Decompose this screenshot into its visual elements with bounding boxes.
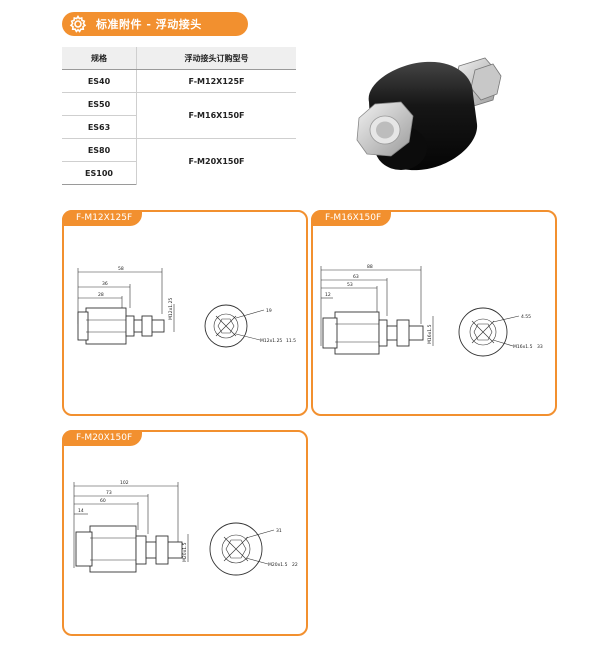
dim-height: M16x1.5 (427, 324, 433, 344)
floating-joint-image (356, 57, 502, 171)
cell-model: F-M16X150F (136, 92, 296, 139)
table-row: ES50 F-M16X150F (62, 92, 296, 139)
dim-short: 53 (347, 282, 353, 288)
section-title: 标准附件 - 浮动接头 (96, 18, 202, 31)
panel-label: F-M20X150F (62, 430, 143, 446)
dim-hex: 31 (276, 528, 282, 534)
drawing-panel-f-m12x125f: F-M12X125F (62, 210, 308, 416)
dim-depth: 33 (537, 344, 543, 350)
cell-spec: ES50 (62, 92, 137, 116)
dim-depth: 11.5 (286, 338, 296, 344)
cell-spec: ES40 (62, 69, 137, 93)
dim-thread: M20x1.5 (268, 562, 288, 568)
cell-model: F-M20X150F (136, 138, 296, 185)
dim-total: 102 (120, 480, 129, 486)
table-row: ES40 F-M12X125F (62, 69, 296, 93)
dim-mid: 36 (102, 281, 108, 287)
dim-depth: 22 (292, 562, 298, 568)
gear-icon (69, 14, 87, 33)
table-row: ES63 (62, 115, 296, 139)
panel-label: F-M16X150F (311, 210, 392, 226)
dim-mid: 63 (353, 274, 359, 280)
dim-hex: 4.55 (521, 314, 531, 320)
dim-height: M12x1.25 (168, 298, 174, 320)
dim-total: 58 (118, 266, 124, 272)
drawing-panel-f-m16x150f: F-M16X150F 88 (311, 210, 557, 416)
dim-short: 60 (100, 498, 106, 504)
dimension-drawing: 102 73 60 14 M20x1.5 31 M20x1.5 22 (73, 480, 298, 576)
dim-hex: 19 (266, 308, 272, 314)
dim-small: 12 (325, 292, 331, 298)
dim-mid: 73 (106, 490, 112, 496)
dim-thread: M16x1.5 (513, 344, 533, 350)
cell-spec: ES80 (62, 138, 137, 162)
dimension-drawing: 88 63 53 12 M16x1.5 4.55 M16x1.5 33 (320, 264, 543, 357)
cell-model: F-M12X125F (136, 69, 296, 93)
spec-table: 规格 浮动接头订购型号 ES40 F-M12X125F ES50 F-M16X1… (62, 47, 296, 185)
table-row: ES100 (62, 161, 296, 185)
table-header-model: 浮动接头订购型号 (136, 47, 296, 70)
panel-label: F-M12X125F (62, 210, 143, 226)
table-row: ES80 F-M20X150F (62, 138, 296, 185)
dim-thread: M12x1.25 (260, 338, 282, 344)
dim-small: 14 (78, 508, 84, 514)
cell-spec: ES100 (62, 161, 137, 185)
front-hex-nut (356, 101, 414, 157)
drawing-panel-f-m20x150f: F-M20X150F 102 (62, 430, 308, 636)
table-header-spec: 规格 (62, 47, 137, 70)
dim-height: M20x1.5 (182, 542, 188, 562)
section-header: 标准附件 - 浮动接头 (62, 12, 248, 36)
dim-short: 28 (98, 292, 104, 298)
cell-spec: ES63 (62, 115, 137, 139)
dimension-drawing: 58 36 28 M12x1.25 19 M12x1.25 11.5 (77, 266, 296, 348)
dim-total: 88 (367, 264, 373, 270)
